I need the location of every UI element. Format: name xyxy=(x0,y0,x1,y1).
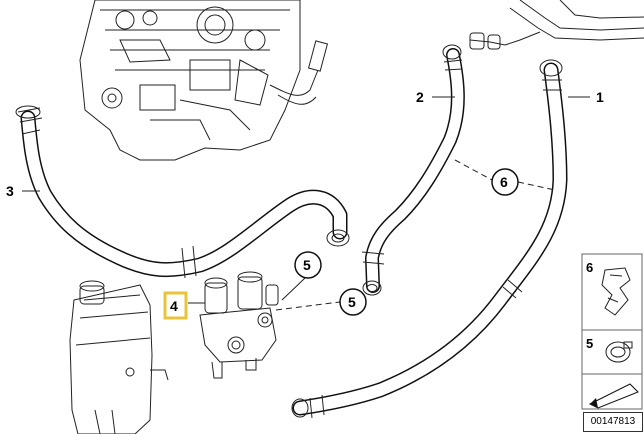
svg-text:5: 5 xyxy=(303,257,311,273)
diagram-number: 00147813 xyxy=(583,412,643,432)
callout-3: 3 xyxy=(6,183,14,199)
svg-text:5: 5 xyxy=(348,294,356,310)
hose-3 xyxy=(15,105,350,279)
hose-2 xyxy=(361,44,465,296)
svg-text:2: 2 xyxy=(416,89,424,105)
svg-text:6: 6 xyxy=(500,174,508,190)
expansion-tank xyxy=(69,280,169,434)
upper-coolant-pipes xyxy=(469,0,644,50)
svg-text:4: 4 xyxy=(170,298,178,314)
callout-6: 6 xyxy=(491,168,519,196)
legend-item-hose-clip: 6 xyxy=(586,260,631,316)
svg-text:6: 6 xyxy=(586,260,593,275)
svg-text:3: 3 xyxy=(6,183,14,199)
callout-5b: 5 xyxy=(339,288,367,316)
legend-item-hose-clamp: 5 xyxy=(586,336,633,363)
parts-legend: 6 5 xyxy=(581,253,643,410)
hose-1 xyxy=(291,59,568,419)
callout-2: 2 xyxy=(416,89,424,105)
callout-4-highlighted: 4 xyxy=(163,291,188,320)
auxiliary-water-pump-valve xyxy=(199,271,279,379)
callout-1: 1 xyxy=(596,89,604,105)
svg-text:5: 5 xyxy=(586,336,593,351)
leader-lines xyxy=(22,96,590,311)
engine-block xyxy=(79,0,329,161)
legend-direction-arrow-icon xyxy=(588,383,639,409)
svg-text:1: 1 xyxy=(596,89,604,105)
callout-5a: 5 xyxy=(294,251,322,279)
